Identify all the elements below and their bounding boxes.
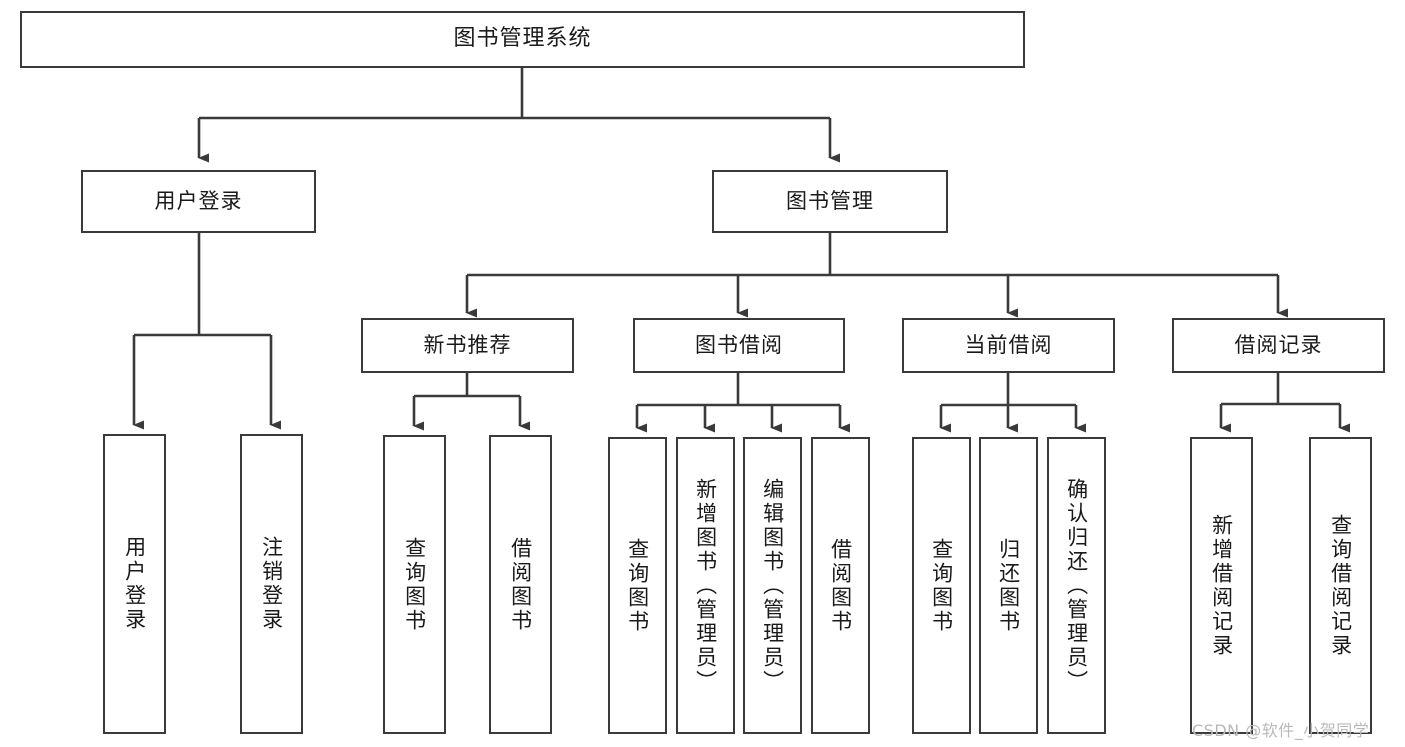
node-book-management[interactable]: 图书管理 — [712, 170, 948, 233]
node-borrow-record-label: 借阅记录 — [1234, 332, 1323, 357]
node-leaf-return-book-label: 归还图书 — [996, 537, 1021, 634]
node-book-management-label: 图书管理 — [786, 188, 874, 213]
node-leaf-query-book-2-label: 查询图书 — [625, 537, 650, 634]
node-leaf-borrow-book-1-label: 借阅图书 — [508, 536, 533, 633]
node-leaf-add-book-label: 新增图书（管理员） — [693, 477, 718, 694]
node-leaf-query-book-3-label: 查询图书 — [929, 537, 954, 634]
node-root-system-label: 图书管理系统 — [453, 26, 592, 52]
node-leaf-add-record[interactable]: 新增借阅记录 — [1190, 437, 1253, 734]
node-user-login[interactable]: 用户登录 — [81, 170, 316, 233]
node-book-borrow[interactable]: 图书借阅 — [633, 318, 845, 373]
watermark-text: CSDN @软件_小贺同学 — [1192, 721, 1370, 740]
node-leaf-query-book-2[interactable]: 查询图书 — [608, 437, 667, 734]
node-leaf-edit-book-label: 编辑图书（管理员） — [760, 477, 785, 694]
node-leaf-user-login-label: 用户登录 — [122, 536, 147, 632]
node-leaf-borrow-book-1[interactable]: 借阅图书 — [489, 435, 552, 734]
node-leaf-query-book-3[interactable]: 查询图书 — [912, 437, 971, 734]
node-current-borrow-label: 当前借阅 — [964, 332, 1053, 357]
node-leaf-return-book[interactable]: 归还图书 — [979, 437, 1038, 734]
node-leaf-borrow-book-2-label: 借阅图书 — [828, 537, 853, 634]
node-leaf-edit-book[interactable]: 编辑图书（管理员） — [743, 437, 802, 734]
node-borrow-record[interactable]: 借阅记录 — [1172, 318, 1385, 373]
node-leaf-confirm-return[interactable]: 确认归还（管理员） — [1047, 437, 1106, 734]
node-leaf-query-book-1[interactable]: 查询图书 — [383, 435, 446, 734]
node-leaf-user-logout[interactable]: 注销登录 — [240, 434, 303, 734]
node-leaf-query-record[interactable]: 查询借阅记录 — [1309, 437, 1372, 734]
node-leaf-user-logout-label: 注销登录 — [259, 536, 284, 632]
node-leaf-add-record-label: 新增借阅记录 — [1209, 513, 1234, 658]
node-new-book-recommend[interactable]: 新书推荐 — [361, 318, 574, 373]
node-leaf-query-book-1-label: 查询图书 — [402, 536, 427, 633]
node-book-borrow-label: 图书借阅 — [695, 332, 783, 357]
node-new-book-recommend-label: 新书推荐 — [423, 332, 512, 357]
node-leaf-confirm-return-label: 确认归还（管理员） — [1064, 477, 1089, 694]
node-leaf-add-book[interactable]: 新增图书（管理员） — [676, 437, 735, 734]
node-root-system[interactable]: 图书管理系统 — [20, 11, 1025, 68]
node-leaf-query-record-label: 查询借阅记录 — [1328, 513, 1353, 658]
node-current-borrow[interactable]: 当前借阅 — [902, 318, 1115, 373]
node-leaf-user-login[interactable]: 用户登录 — [103, 434, 166, 734]
node-user-login-label: 用户登录 — [154, 188, 243, 213]
node-leaf-borrow-book-2[interactable]: 借阅图书 — [811, 437, 870, 734]
